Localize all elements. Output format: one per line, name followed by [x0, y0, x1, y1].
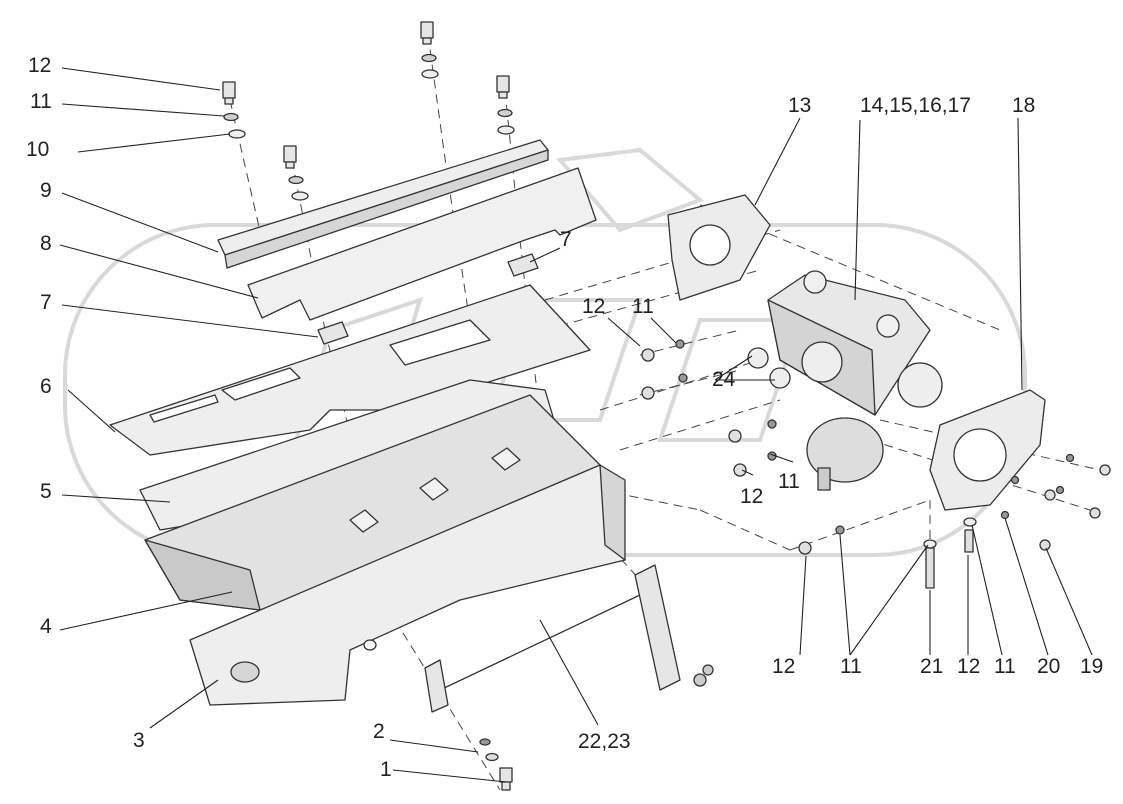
bolt-icon	[479, 738, 513, 791]
fasteners	[222, 21, 1111, 791]
label-3: 3	[133, 729, 145, 752]
bolt-icon	[283, 145, 309, 201]
label-8: 8	[40, 232, 52, 255]
label-6: 6	[40, 375, 52, 398]
part-6-frame-plate	[109, 284, 591, 456]
part-8-cover-plate	[247, 167, 597, 321]
label-11: 11	[30, 90, 52, 113]
label-2: 2	[373, 720, 385, 743]
label-24: 24	[712, 368, 736, 391]
label-20: 20	[1037, 655, 1060, 678]
label-18: 18	[1012, 94, 1035, 117]
label-14-15-16-17: 14,15,16,17	[860, 94, 971, 117]
label-19: 19	[1080, 655, 1103, 678]
label-4: 4	[40, 615, 52, 638]
bolt-icon	[496, 75, 515, 135]
label-12: 12	[772, 655, 795, 678]
part-18-flange-plate	[929, 389, 1046, 511]
label-21: 21	[920, 655, 943, 678]
part-14-17-gearbox	[747, 270, 943, 491]
label-12: 12	[28, 54, 51, 77]
label-11: 11	[994, 655, 1016, 678]
label-7: 7	[560, 228, 572, 251]
label-10: 10	[26, 138, 49, 161]
nut-icon	[317, 253, 539, 345]
leader-lines	[59, 67, 1093, 783]
label-11: 11	[778, 470, 800, 493]
label-12: 12	[957, 655, 980, 678]
label-22-23: 22,23	[578, 730, 631, 753]
bolt-icon	[420, 21, 439, 79]
label-9: 9	[40, 179, 52, 202]
callout-labels: 12 11 10 9 8 7 7 6 5 4 3 2 1 22,23 12 11…	[26, 54, 1103, 781]
bolt-icon	[222, 81, 246, 139]
label-7: 7	[40, 291, 52, 314]
bolt-icon	[641, 339, 1111, 589]
label-12: 12	[582, 295, 605, 318]
label-11: 11	[632, 295, 654, 318]
label-11: 11	[840, 655, 862, 678]
part-22-23-rod	[424, 564, 714, 713]
label-12: 12	[740, 485, 763, 508]
part-9-strip	[217, 139, 549, 269]
label-5: 5	[40, 480, 52, 503]
part-3-side-plate	[189, 464, 626, 706]
part-13-bracket	[667, 194, 771, 301]
label-1: 1	[380, 758, 392, 781]
label-13: 13	[788, 94, 811, 117]
